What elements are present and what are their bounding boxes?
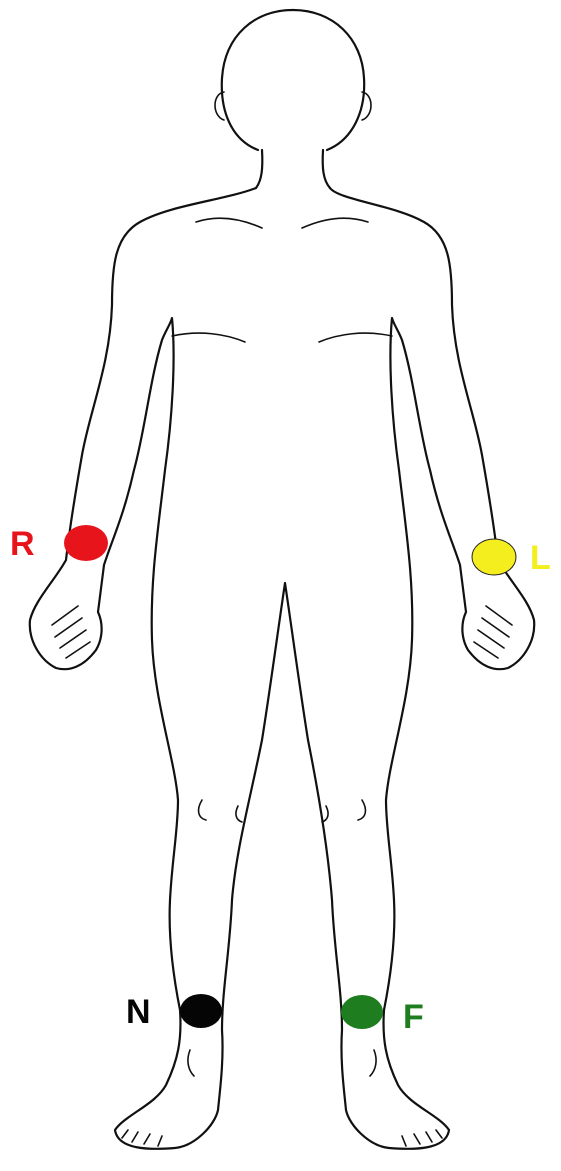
left-leg-label: F [403, 1000, 424, 1034]
body-outline [30, 188, 534, 1149]
left-arm-label: L [530, 541, 551, 575]
right-hand-fingers [52, 606, 90, 658]
chest-line-right [172, 333, 245, 342]
neck-outline [256, 150, 330, 188]
head-outline [222, 10, 364, 150]
right-arm-electrode [64, 525, 108, 561]
chest-line-left [319, 333, 392, 342]
right-leg-label: N [126, 995, 151, 1029]
knee-left [322, 800, 365, 822]
left-hand-fingers [474, 606, 512, 658]
left-leg-electrode [341, 995, 383, 1029]
right-leg-electrode [180, 994, 222, 1028]
left-arm-electrode [472, 539, 516, 575]
collarbone-left [302, 218, 368, 228]
collarbone-right [196, 218, 262, 228]
ankle-right [188, 1050, 194, 1076]
knee-right [199, 800, 242, 822]
right-arm-label: R [10, 527, 35, 561]
ankle-left [370, 1050, 376, 1076]
